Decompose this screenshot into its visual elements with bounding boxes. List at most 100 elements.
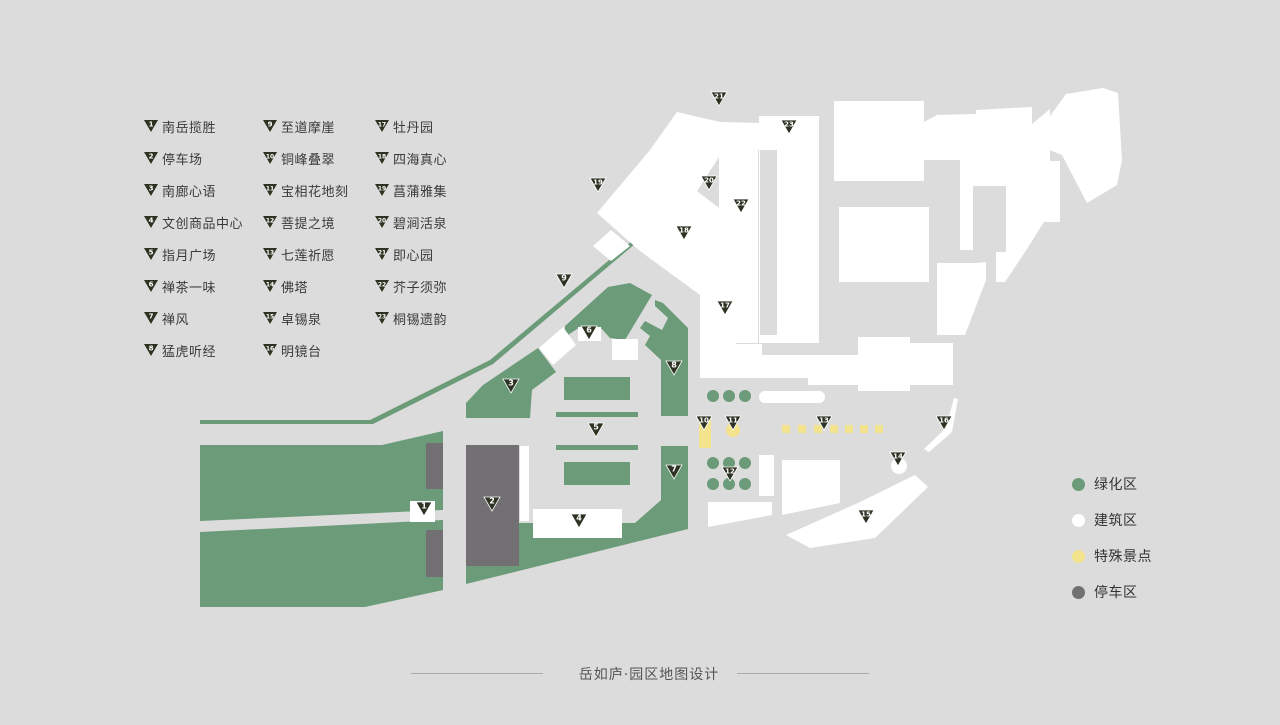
marker-number: 19 — [593, 179, 603, 187]
map-marker-14[interactable]: 14 — [889, 451, 907, 467]
marker-triangle-icon: 4 — [144, 216, 158, 228]
grey-dot-icon — [1072, 585, 1085, 599]
map-marker-20[interactable]: 20 — [700, 175, 718, 191]
poi-label: 卓锡泉 — [281, 312, 322, 328]
poi-item-1[interactable]: 1 南岳揽胜 — [144, 116, 216, 136]
svg-text:7: 7 — [149, 313, 154, 321]
svg-text:8: 8 — [149, 345, 154, 353]
poi-label: 南岳揽胜 — [162, 120, 217, 136]
map-marker-10[interactable]: 10 — [695, 415, 713, 431]
building-15 — [786, 475, 928, 548]
map-marker-4[interactable]: 4 — [570, 513, 588, 529]
poi-item-20[interactable]: 20 碧涧活泉 — [375, 212, 447, 232]
building-gate-nw — [593, 230, 630, 261]
svg-text:23: 23 — [378, 314, 386, 321]
svg-text:16: 16 — [266, 346, 274, 353]
white-dot-icon — [1072, 513, 1085, 527]
map-marker-6[interactable]: 6 — [580, 326, 598, 341]
marker-triangle-icon: 16 — [263, 344, 277, 356]
poi-label: 猛虎听经 — [162, 344, 217, 360]
footer-title: 岳如庐·园区地图设计 — [578, 667, 720, 683]
map-marker-9[interactable]: 9 — [555, 274, 573, 289]
map-marker-3[interactable]: 3 — [502, 379, 520, 394]
building-block-b — [839, 207, 929, 282]
poi-label: 桐锡遗韵 — [393, 312, 448, 328]
map-marker-2[interactable]: 2 — [483, 497, 501, 512]
poi-label: 至道摩崖 — [281, 120, 336, 136]
poi-item-23[interactable]: 23 桐锡遗韵 — [375, 308, 447, 328]
poi-item-19[interactable]: 19 菖蒲雅集 — [375, 180, 447, 200]
map-marker-13[interactable]: 13 — [815, 415, 833, 431]
legend-item-special: 特殊景点 — [1072, 546, 1152, 566]
tree — [739, 478, 751, 490]
poi-label: 碧涧活泉 — [393, 216, 448, 232]
map-marker-7[interactable]: 7 — [665, 465, 683, 480]
marker-triangle-icon: 23 — [375, 312, 389, 324]
map-marker-23[interactable]: 23 — [780, 119, 798, 135]
tree — [707, 478, 719, 490]
marker-triangle-icon — [570, 513, 588, 529]
parking-strip-north — [426, 443, 443, 489]
map-marker-21[interactable]: 21 — [710, 91, 728, 107]
marker-triangle-icon: 10 — [263, 152, 277, 164]
legend-item-building: 建筑区 — [1072, 510, 1138, 530]
map-marker-1[interactable]: 1 — [415, 501, 433, 517]
map-marker-5[interactable]: 5 — [587, 423, 605, 438]
marker-number: 23 — [784, 121, 794, 129]
poi-label: 菖蒲雅集 — [393, 184, 448, 200]
map-marker-18[interactable]: 18 — [675, 225, 693, 241]
map-marker-16[interactable]: 16 — [935, 415, 953, 431]
marker-triangle-icon — [710, 91, 728, 107]
special-13-dot — [798, 425, 806, 433]
map-marker-17[interactable]: 17 — [716, 300, 734, 316]
poi-item-9[interactable]: 9 至道摩崖 — [263, 116, 335, 136]
map-marker-8[interactable]: 8 — [665, 361, 683, 376]
building-17-base — [700, 320, 819, 378]
map-marker-22[interactable]: 22 — [732, 198, 750, 214]
svg-text:20: 20 — [378, 218, 386, 225]
map-marker-11[interactable]: 11 — [724, 415, 742, 431]
svg-text:6: 6 — [149, 281, 154, 289]
poi-label: 指月广场 — [162, 248, 217, 264]
map-marker-19[interactable]: 19 — [589, 177, 607, 193]
marker-number: 7 — [671, 465, 677, 474]
marker-triangle-icon: 13 — [263, 248, 277, 260]
building-14-pagoda — [891, 458, 907, 474]
marker-triangle-icon: 1 — [144, 120, 158, 132]
svg-text:9: 9 — [268, 121, 273, 129]
poi-item-8[interactable]: 8 猛虎听经 — [144, 340, 216, 360]
marker-triangle-icon — [415, 501, 433, 517]
tree — [723, 478, 735, 490]
marker-triangle-icon — [700, 175, 718, 191]
marker-triangle-icon — [589, 177, 607, 193]
svg-text:21: 21 — [378, 250, 386, 257]
tree — [723, 457, 735, 469]
legend-label: 特殊景点 — [1094, 549, 1152, 565]
marker-triangle-icon — [675, 225, 693, 241]
marker-triangle-icon — [780, 119, 798, 135]
map-marker-12[interactable]: 12 — [721, 466, 739, 482]
marker-triangle-icon: 19 — [375, 184, 389, 196]
map-marker-15[interactable]: 15 — [857, 509, 875, 525]
tree — [739, 457, 751, 469]
tree — [723, 390, 735, 402]
